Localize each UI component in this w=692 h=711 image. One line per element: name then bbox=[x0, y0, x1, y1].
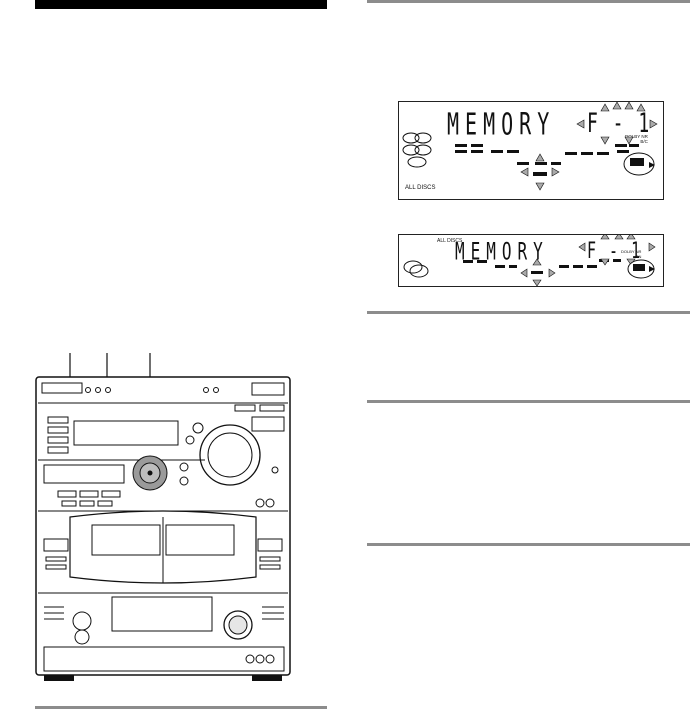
section-header-bar bbox=[35, 0, 327, 9]
lcd2-segments bbox=[403, 235, 656, 286]
step-rule-2 bbox=[367, 311, 690, 314]
lcd-display-top: MEMORY F - 1 ALL DISCS DOLBY NR B/C bbox=[398, 101, 664, 200]
stereo-system-illustration bbox=[35, 353, 291, 681]
lcd-bottom-label: ALL DISCS bbox=[405, 185, 436, 191]
step-rule-4 bbox=[367, 543, 690, 546]
lcd-segments bbox=[402, 102, 658, 191]
step-rule-1 bbox=[367, 0, 690, 3]
lcd-program-text: F - 1 bbox=[587, 108, 652, 140]
left-bottom-rule bbox=[35, 706, 327, 709]
lcd-main-text: MEMORY bbox=[447, 106, 556, 142]
lcd-display-bottom: ALL DISCS MEMORY F - 1 DOLBY NR ON bbox=[398, 234, 664, 287]
lcd-dolby-label: DOLBY NR B/C bbox=[625, 134, 648, 144]
lcd2-dolby-label: DOLBY NR ON bbox=[621, 249, 642, 259]
lcd2-top-label: ALL DISCS bbox=[437, 238, 463, 244]
step-rule-3 bbox=[367, 400, 690, 403]
